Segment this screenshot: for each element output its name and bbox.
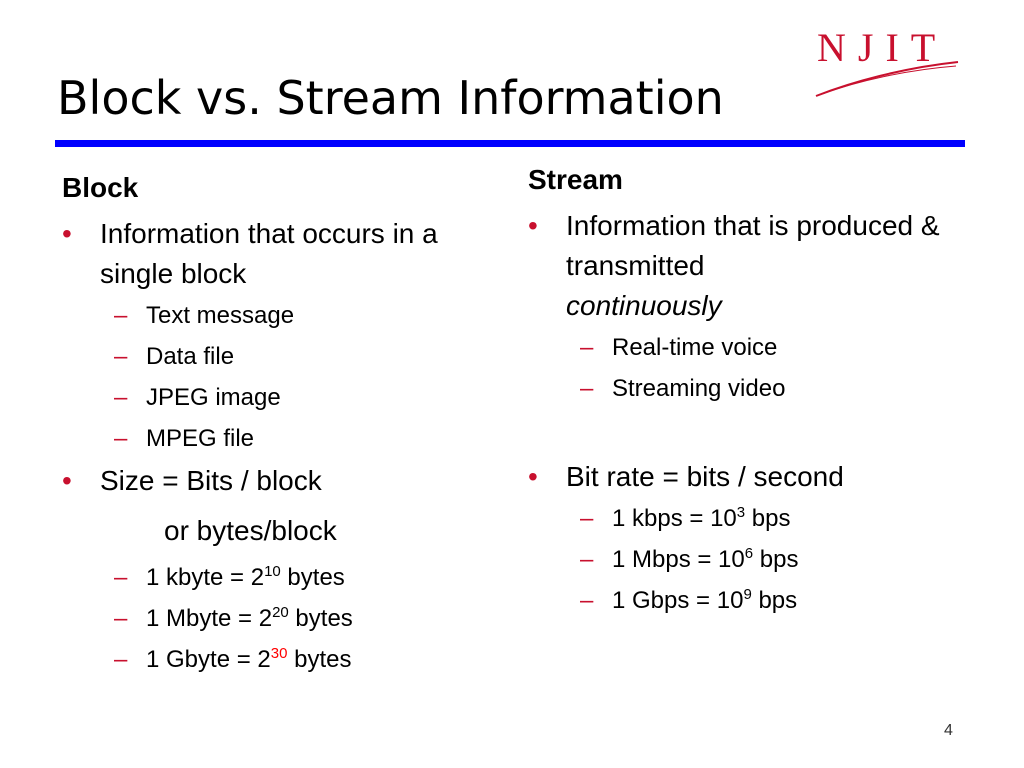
mbps-formula: –1 Mbps = 106 bps xyxy=(580,545,799,573)
block-sub-item: –MPEG file xyxy=(114,425,255,452)
bullet-marker: • xyxy=(62,218,72,249)
block-bullet-1-text: Information that occurs in a single bloc… xyxy=(100,218,438,289)
slide-title: Block vs. Stream Information xyxy=(57,71,724,125)
bullet-marker: • xyxy=(62,465,72,496)
stream-sub-item: –Real-time voice xyxy=(580,334,778,361)
stream-bullet-1-text: Information that is produced & transmitt… xyxy=(566,210,940,281)
block-sub-item: –Text message xyxy=(114,302,295,329)
block-bullet-2-continuation: or bytes/block xyxy=(164,515,337,546)
block-bullet-2-text: Size = Bits / block xyxy=(100,465,322,496)
logo-swoosh-icon xyxy=(815,61,959,97)
logo-wordmark: NJIT xyxy=(817,25,948,70)
page-number: 4 xyxy=(944,722,953,739)
stream-bullet-1-emphasis: continuously xyxy=(566,290,722,321)
stream-column: Stream • Information that is produced & … xyxy=(528,162,968,615)
bullet-marker: • xyxy=(528,461,538,492)
block-bullet-1: • Information that occurs in a single bl… xyxy=(62,214,502,294)
stream-bullet-1: • Information that is produced & transmi… xyxy=(528,206,968,326)
stream-bullet-2-text: Bit rate = bits / second xyxy=(566,461,844,492)
block-sub-item: –JPEG image xyxy=(114,384,281,411)
gbps-formula: –1 Gbps = 109 bps xyxy=(580,586,798,614)
block-sub-item: –Data file xyxy=(114,343,235,370)
block-column: Block • Information that occurs in a sin… xyxy=(62,170,502,674)
block-bullet-2: • Size = Bits / block xyxy=(62,461,502,501)
mbyte-formula: –1 Mbyte = 220 bytes xyxy=(114,604,353,632)
bullet-marker: • xyxy=(528,210,538,241)
stream-heading: Stream xyxy=(528,164,623,195)
gbyte-formula: –1 Gbyte = 230 bytes xyxy=(114,645,352,673)
block-heading: Block xyxy=(62,172,139,203)
njit-logo: NJIT xyxy=(812,24,962,102)
stream-bullet-2: • Bit rate = bits / second xyxy=(528,457,968,497)
kbps-formula: –1 kbps = 103 bps xyxy=(580,504,791,532)
title-underline xyxy=(55,140,965,147)
kbyte-formula: –1 kbyte = 210 bytes xyxy=(114,563,345,591)
stream-sub-item: –Streaming video xyxy=(580,375,786,402)
